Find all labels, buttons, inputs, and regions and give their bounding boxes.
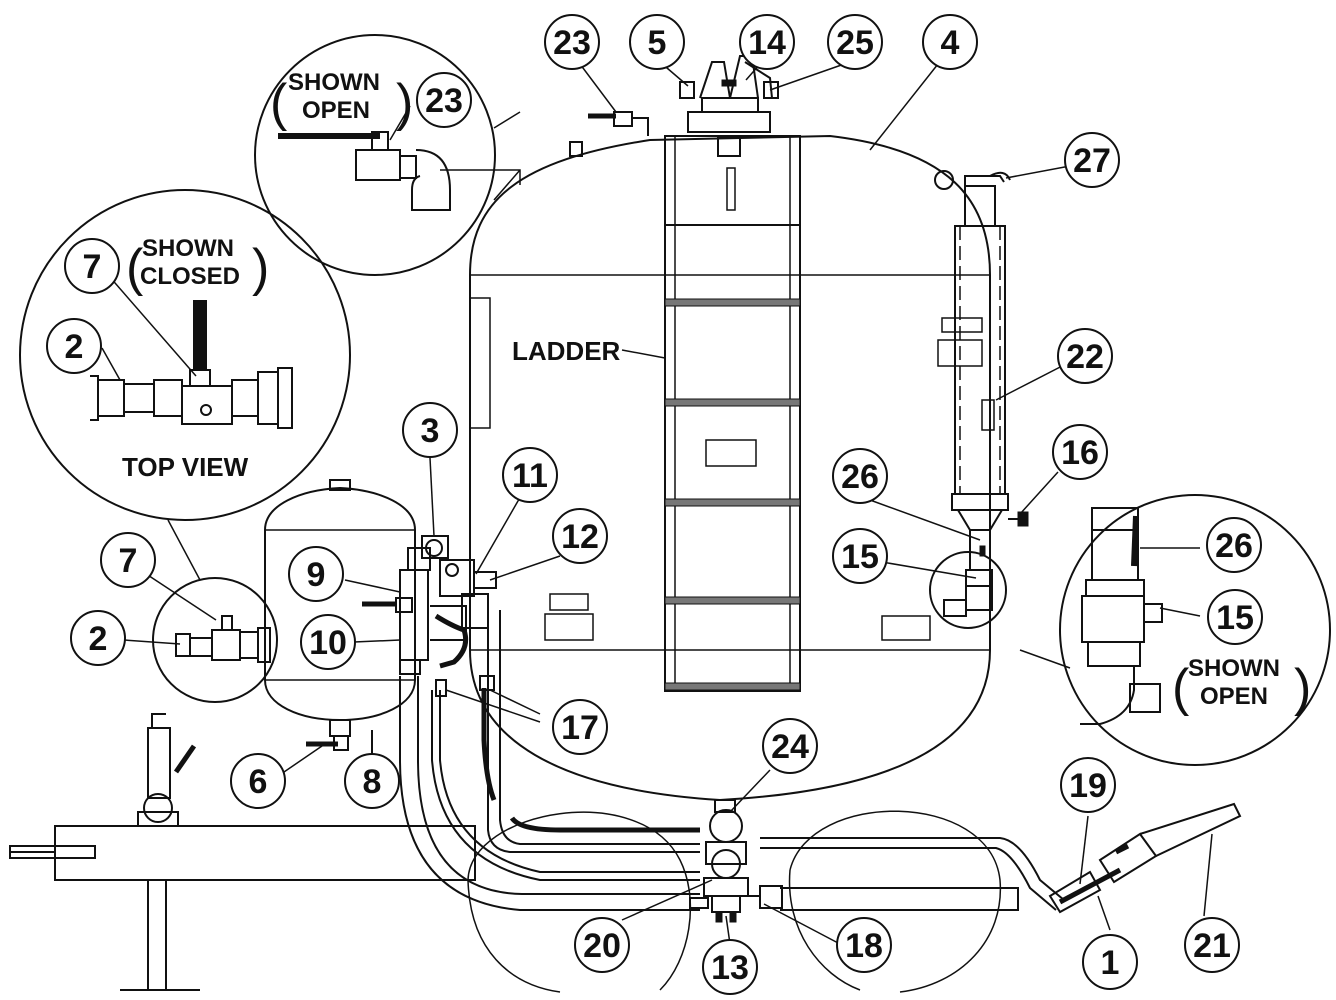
shown-closed-label-top: SHOWN xyxy=(142,235,234,262)
callout-15b: 15 xyxy=(1207,589,1263,645)
svg-text:6: 6 xyxy=(249,763,268,801)
callout-20: 20 xyxy=(574,917,630,973)
svg-text:21: 21 xyxy=(1193,927,1231,965)
shown-open-right-label-bottom: OPEN xyxy=(1200,683,1268,710)
svg-text:2: 2 xyxy=(65,328,84,366)
callout-9: 9 xyxy=(288,546,344,602)
callout-2b: 2 xyxy=(70,610,126,666)
detail-vent-open xyxy=(254,34,521,276)
svg-text:15: 15 xyxy=(1216,599,1254,637)
svg-text:2: 2 xyxy=(89,620,108,658)
svg-text:4: 4 xyxy=(941,24,960,62)
text-labels: LADDER TOP VIEW ( ) SHOWN CLOSED ( ) SHO… xyxy=(122,69,1311,717)
top-vent-valve xyxy=(569,111,649,157)
shown-open-right-label-top: SHOWN xyxy=(1188,655,1280,682)
ladder-label: LADDER xyxy=(512,336,621,366)
callout-26b: 26 xyxy=(1206,517,1262,573)
shown-closed-label-bottom: CLOSED xyxy=(140,263,240,290)
leader-lines xyxy=(101,61,1213,945)
trailer-jack xyxy=(137,713,197,827)
detail-small-valve xyxy=(152,519,278,703)
callout-23a: 23 xyxy=(544,14,600,70)
drain-valve-detail xyxy=(929,529,1007,629)
svg-text:17: 17 xyxy=(561,709,599,747)
shown-open-label-bottom: OPEN xyxy=(302,97,370,124)
svg-text:12: 12 xyxy=(561,518,599,556)
svg-text:10: 10 xyxy=(309,624,347,662)
callout-12: 12 xyxy=(552,508,608,564)
callout-19: 19 xyxy=(1060,757,1116,813)
moisture-separator xyxy=(937,171,1029,531)
svg-text:16: 16 xyxy=(1061,434,1099,472)
callout-22: 22 xyxy=(1057,328,1113,384)
svg-text:7: 7 xyxy=(119,542,138,580)
svg-text:22: 22 xyxy=(1066,338,1104,376)
callout-18: 18 xyxy=(836,917,892,973)
callout-24: 24 xyxy=(762,718,818,774)
svg-text:3: 3 xyxy=(421,412,440,450)
callout-5: 5 xyxy=(629,14,685,70)
svg-text:(: ( xyxy=(270,74,288,132)
control-valve-assembly xyxy=(362,535,497,675)
detail-top-view xyxy=(19,189,351,521)
svg-text:7: 7 xyxy=(83,248,102,286)
svg-text:11: 11 xyxy=(512,457,548,495)
svg-text:27: 27 xyxy=(1073,142,1111,180)
svg-text:26: 26 xyxy=(1215,527,1253,565)
callout-7b: 7 xyxy=(100,532,156,588)
svg-text:15: 15 xyxy=(841,538,879,576)
auxiliary-tank xyxy=(264,479,416,760)
callout-21: 21 xyxy=(1184,917,1240,973)
svg-text:13: 13 xyxy=(711,949,749,987)
svg-text:): ) xyxy=(252,239,269,297)
trailer-frame xyxy=(9,825,476,991)
ladder xyxy=(664,135,801,692)
callout-14: 14 xyxy=(739,14,795,70)
svg-text:24: 24 xyxy=(771,728,809,766)
svg-text:1: 1 xyxy=(1101,944,1120,982)
svg-text:14: 14 xyxy=(748,24,786,62)
svg-text:): ) xyxy=(396,74,413,132)
detail-drain-open xyxy=(1019,494,1331,766)
callout-17: 17 xyxy=(552,699,608,755)
wheels xyxy=(467,810,1002,993)
svg-text:(: ( xyxy=(1172,659,1190,717)
callout-26a: 26 xyxy=(832,448,888,504)
callout-13: 13 xyxy=(702,939,758,995)
pressure-vessel xyxy=(440,134,991,802)
svg-text:23: 23 xyxy=(553,24,591,62)
svg-text:5: 5 xyxy=(648,24,667,62)
callout-27: 27 xyxy=(1064,132,1120,188)
top-view-label: TOP VIEW xyxy=(122,452,249,482)
callout-25: 25 xyxy=(827,14,883,70)
metering-valve xyxy=(689,799,783,923)
svg-text:): ) xyxy=(1294,659,1311,717)
svg-text:25: 25 xyxy=(836,24,874,62)
callout-3: 3 xyxy=(402,402,458,458)
callout-2a: 2 xyxy=(46,318,102,374)
callout-10: 10 xyxy=(300,614,356,670)
callout-4: 4 xyxy=(922,14,978,70)
callout-23b: 23 xyxy=(416,72,472,128)
callout-6: 6 xyxy=(230,753,286,809)
callout-11: 11 xyxy=(502,447,558,503)
svg-text:23: 23 xyxy=(425,82,463,120)
callout-15a: 15 xyxy=(832,528,888,584)
svg-text:9: 9 xyxy=(307,556,326,594)
svg-text:(: ( xyxy=(126,239,144,297)
svg-text:20: 20 xyxy=(583,927,621,965)
svg-text:26: 26 xyxy=(841,458,879,496)
hoses xyxy=(399,610,1242,914)
callout-8: 8 xyxy=(344,753,400,809)
top-inlet-valve xyxy=(679,55,779,157)
svg-text:8: 8 xyxy=(363,763,382,801)
callout-7a: 7 xyxy=(64,238,120,294)
svg-text:18: 18 xyxy=(845,927,883,965)
shown-open-label-top: SHOWN xyxy=(288,69,380,96)
svg-text:19: 19 xyxy=(1069,767,1107,805)
callout-1: 1 xyxy=(1082,934,1138,990)
callout-16: 16 xyxy=(1052,424,1108,480)
